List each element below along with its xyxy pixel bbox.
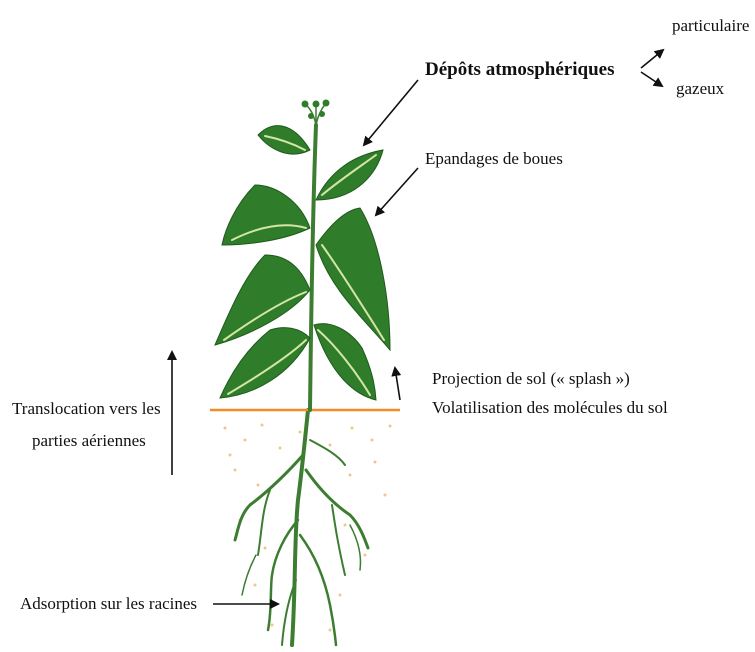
sludge-spreading-label: Epandages de boues bbox=[425, 148, 563, 169]
particulate-label: particulaire bbox=[672, 15, 749, 36]
sludge-arrow bbox=[376, 168, 418, 215]
atmospheric-deposits-label: Dépôts atmosphériques bbox=[425, 58, 614, 82]
plant-leaves bbox=[215, 126, 390, 400]
particulate-arrow bbox=[641, 50, 663, 68]
volatilisation-label: Volatilisation des molécules du sol bbox=[432, 397, 668, 418]
adsorption-label: Adsorption sur les racines bbox=[20, 593, 197, 614]
gaseous-arrow bbox=[641, 72, 662, 86]
translocation-label-line1: Translocation vers les bbox=[12, 398, 161, 419]
splash-arrow bbox=[395, 368, 400, 400]
soil-dots bbox=[224, 424, 392, 632]
splash-label: Projection de sol (« splash ») bbox=[432, 368, 630, 389]
gaseous-label: gazeux bbox=[676, 78, 724, 99]
plant-roots bbox=[235, 410, 368, 645]
translocation-label-line2: parties aériennes bbox=[32, 430, 146, 451]
atmospheric-deposit-arrow bbox=[364, 80, 418, 145]
